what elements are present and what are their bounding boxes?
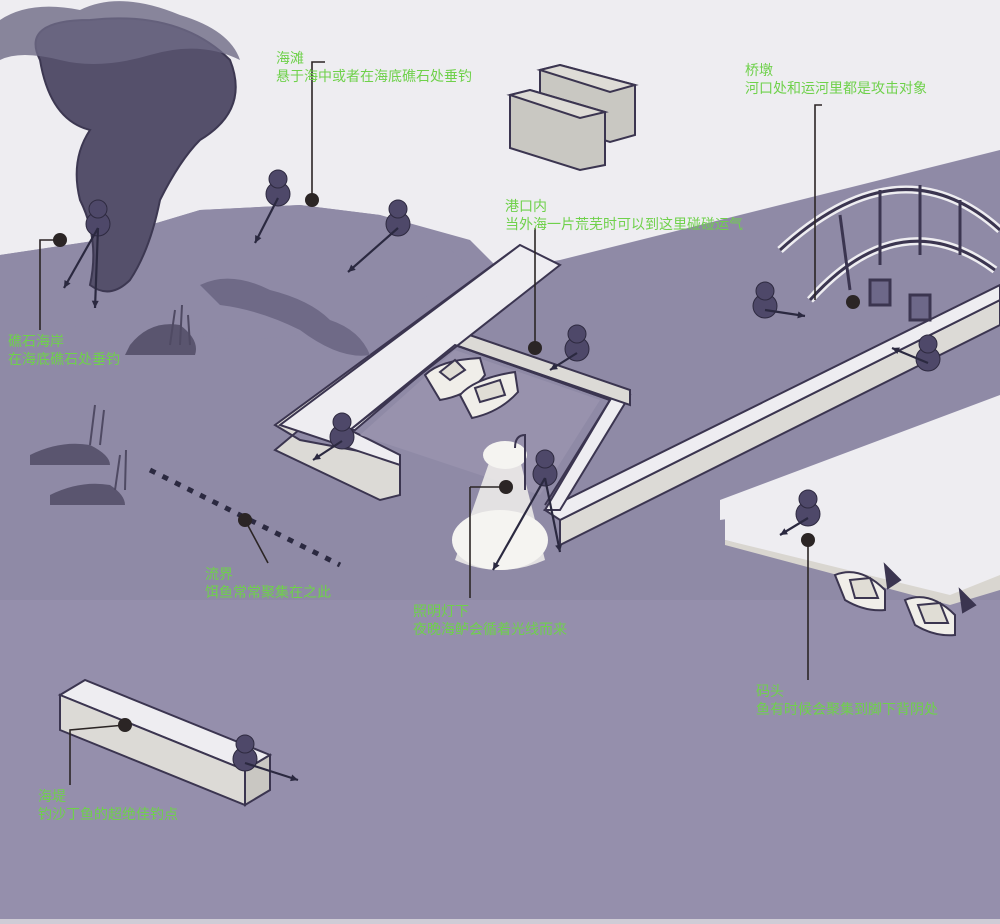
label-pier-desc: 河口处和运河里都是攻击对象 [745, 81, 927, 97]
spot-dot [305, 193, 319, 207]
label-wharf: 码头 鱼有时候会聚集到脚下背阴处 [756, 683, 938, 719]
cast-arrow [492, 477, 546, 571]
angler-marker [265, 169, 291, 207]
label-rocky-shore: 礁石海岸 在海底礁石处垂钓 [8, 333, 120, 369]
label-light-desc: 夜晚海鲈会循着光线而来 [413, 622, 567, 638]
spot-dot [528, 341, 542, 355]
cast-arrow [779, 517, 809, 536]
harbor-inner-edge [349, 343, 612, 506]
label-current-desc: 饵鱼常常聚集在之此 [205, 585, 331, 601]
label-light: 照明灯下 夜晚海鲈会循着光线而来 [413, 603, 567, 639]
bridge [777, 185, 1000, 322]
label-harbor-title: 港口内 [505, 199, 547, 215]
angler-marker [795, 489, 821, 527]
cast-arrow [244, 761, 299, 782]
tree-foliage [0, 1, 240, 64]
spot-dot [499, 480, 513, 494]
label-harbor-desc: 当外海一片荒芜时可以到这里碰碰运气 [505, 217, 743, 233]
reef-rocks [200, 278, 370, 356]
label-current-title: 流界 [205, 567, 233, 583]
street-lamp [452, 433, 548, 570]
cast-arrows [63, 197, 929, 782]
cast-arrow [347, 227, 399, 273]
angler-marker [532, 449, 558, 487]
cast-arrow [543, 477, 562, 553]
right-land-top [720, 150, 1000, 520]
cast-arrow [891, 346, 929, 365]
label-beach-title: 海滩 [276, 51, 304, 67]
label-wharf-title: 码头 [756, 684, 784, 700]
angler-marker [385, 199, 411, 237]
cast-arrow [764, 308, 806, 319]
label-beach: 海滩 悬于海中或者在海底礁石处垂钓 [276, 50, 472, 86]
wharf-top [725, 420, 1000, 600]
seabed-rocks [30, 324, 196, 505]
cast-arrow [549, 352, 578, 371]
upper-land [0, 0, 1000, 270]
cast-arrow [63, 227, 99, 289]
wharf-wall [725, 515, 1000, 605]
spot-dot [238, 513, 252, 527]
seawall-block [57, 678, 273, 807]
angler-marker [85, 199, 111, 237]
spot-dot [801, 533, 815, 547]
angler-marker [232, 734, 258, 772]
label-seawall-desc: 钓沙丁鱼的超绝佳钓点 [38, 807, 178, 823]
harbor-breakwater-top [277, 243, 562, 467]
warehouses [506, 63, 639, 172]
spot-dot [846, 295, 860, 309]
spot-dot [53, 233, 67, 247]
angler-marker [329, 412, 355, 450]
spot-dots [53, 193, 860, 732]
canal-wall-top [543, 283, 1000, 522]
label-harbor: 港口内 当外海一片荒芜时可以到这里碰碰运气 [505, 198, 743, 234]
label-light-title: 照明灯下 [413, 604, 469, 620]
spot-dot [118, 718, 132, 732]
fish-markers [85, 169, 941, 772]
label-pier-title: 桥墩 [745, 63, 773, 79]
angler-marker [752, 281, 778, 319]
boats [423, 356, 977, 637]
angler-marker [564, 324, 590, 362]
cast-arrow [254, 197, 279, 244]
label-rocky-shore-desc: 在海底礁石处垂钓 [8, 352, 120, 368]
label-seawall: 海堤 钓沙丁鱼的超绝佳钓点 [38, 788, 178, 824]
cast-arrow [312, 440, 343, 461]
label-seawall-title: 海堤 [38, 789, 66, 805]
cast-arrow [91, 227, 100, 309]
label-wharf-desc: 鱼有时候会聚集到脚下背阴处 [756, 702, 938, 718]
label-current: 流界 饵鱼常常聚集在之此 [205, 566, 331, 602]
angler-marker [915, 334, 941, 372]
label-pier: 桥墩 河口处和运河里都是攻击对象 [745, 62, 927, 98]
seaweed [89, 304, 191, 491]
label-rocky-shore-title: 礁石海岸 [8, 334, 64, 350]
label-beach-desc: 悬于海中或者在海底礁石处垂钓 [276, 69, 472, 85]
